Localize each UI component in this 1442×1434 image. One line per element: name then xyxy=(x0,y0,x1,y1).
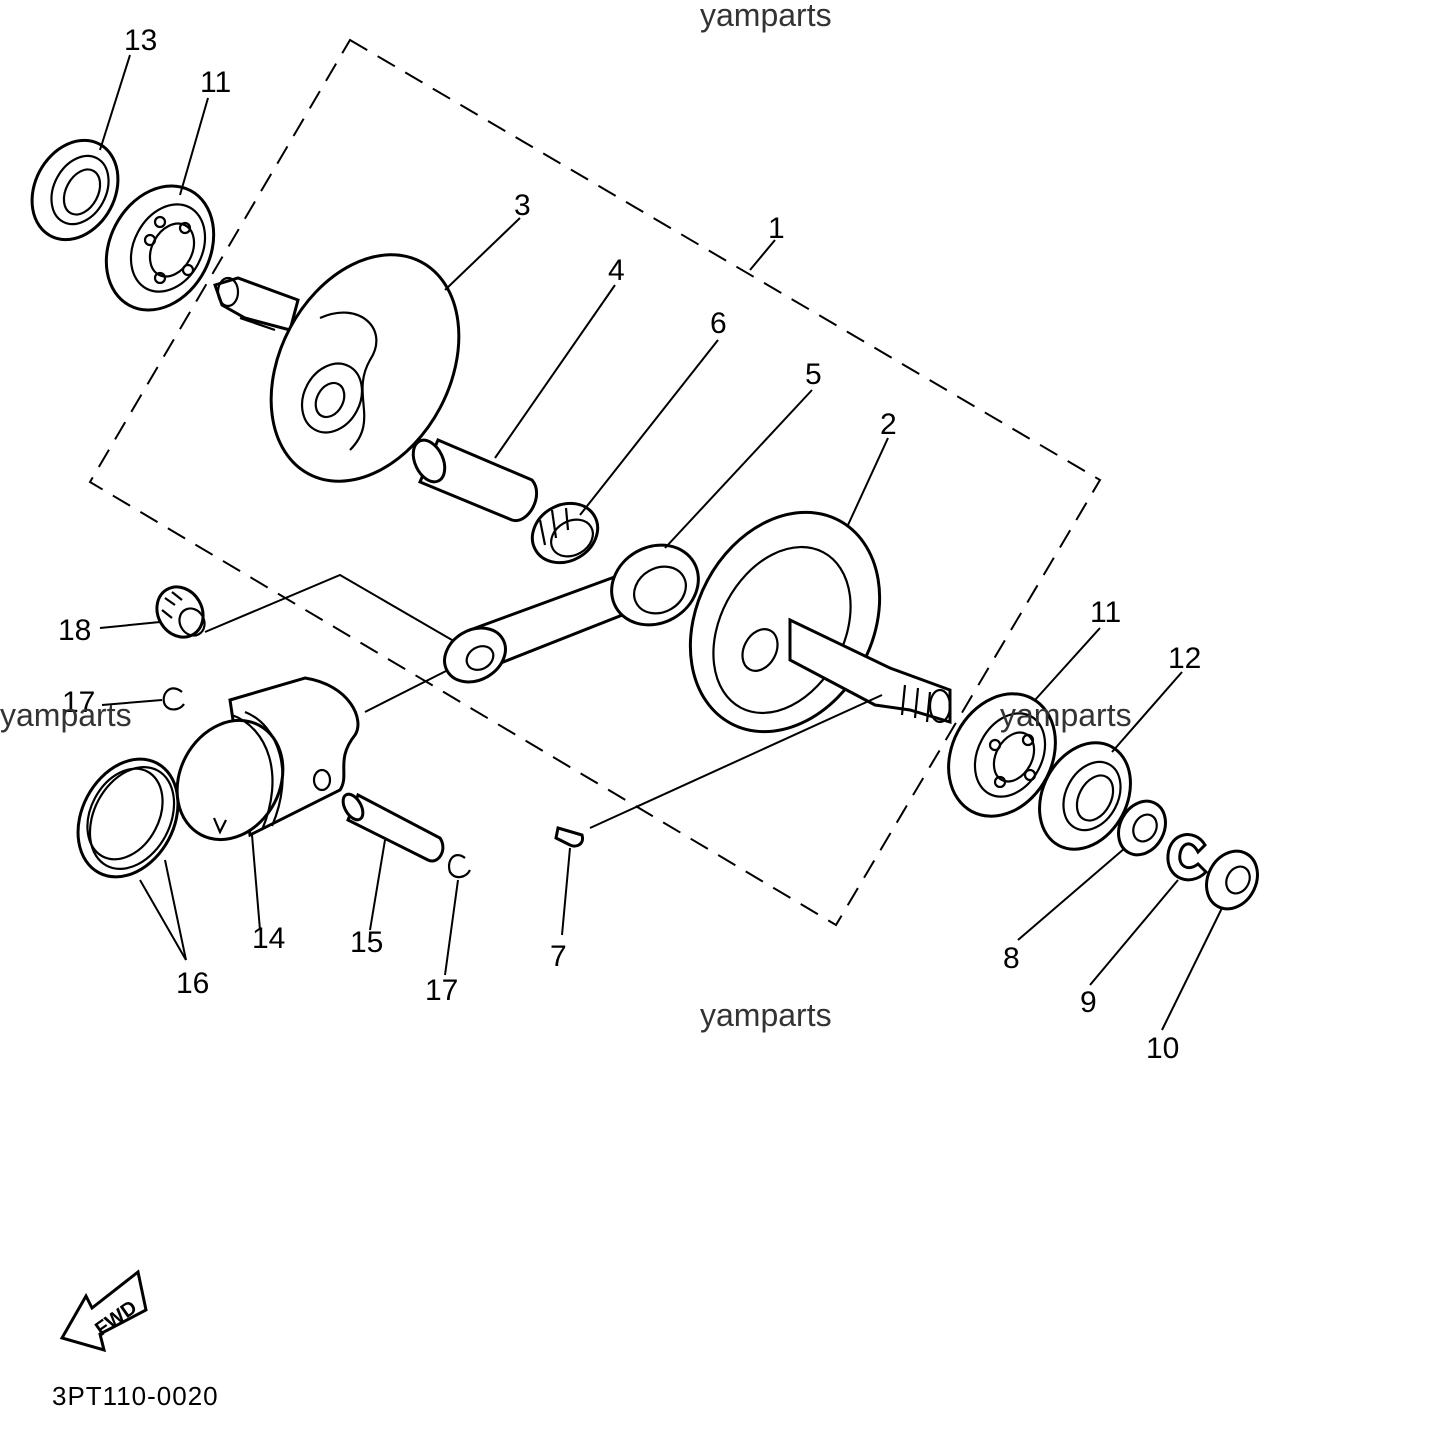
crank-pin-4 xyxy=(411,438,539,522)
callout-11-left: 11 xyxy=(200,66,231,99)
drawing-code: 3PT110-0020 xyxy=(52,1381,219,1411)
callout-13: 13 xyxy=(124,24,157,57)
callout-14: 14 xyxy=(252,922,285,955)
piston-rings-16 xyxy=(76,757,180,879)
callout-7: 7 xyxy=(550,940,567,973)
crank-left-3 xyxy=(213,253,461,483)
watermark-right: yamparts xyxy=(1000,697,1132,733)
forward-direction-arrow: FWD xyxy=(59,1269,148,1353)
piston-pin-15 xyxy=(341,792,445,863)
callout-12: 12 xyxy=(1168,642,1201,675)
oil-seal-13 xyxy=(30,138,120,242)
small-end-bearing-18 xyxy=(155,585,206,639)
circlip-17-left xyxy=(162,687,185,711)
woodruff-key-7 xyxy=(554,826,585,848)
crankshaft-assembly-boundary xyxy=(88,38,1102,927)
callout-15: 15 xyxy=(350,926,383,959)
callout-1: 1 xyxy=(768,212,785,245)
callout-11-right: 11 xyxy=(1090,596,1121,629)
callout-labels: 13 11 3 1 4 6 5 2 11 12 18 17 14 15 16 1… xyxy=(58,24,1201,1065)
callout-3: 3 xyxy=(514,189,531,222)
nut-10 xyxy=(1205,849,1259,911)
callout-17-left: 17 xyxy=(62,686,95,719)
watermark-left: yamparts xyxy=(0,697,132,733)
piston-14 xyxy=(175,676,360,842)
callout-18: 18 xyxy=(58,614,91,647)
leader-lines xyxy=(99,54,1223,1031)
watermarks: yamparts yamparts yamparts yamparts xyxy=(0,0,1132,1033)
callout-5: 5 xyxy=(805,358,822,391)
washer-8 xyxy=(1117,799,1167,857)
watermark-bottom: yamparts xyxy=(700,997,832,1033)
watermark-top: yamparts xyxy=(700,0,832,33)
callout-8: 8 xyxy=(1003,942,1020,975)
lock-washer-9 xyxy=(1166,833,1209,882)
callout-2: 2 xyxy=(880,408,897,441)
callout-16: 16 xyxy=(176,967,209,1000)
connecting-rod-5 xyxy=(443,543,700,684)
callout-10: 10 xyxy=(1146,1032,1179,1065)
needle-bearing-6 xyxy=(530,501,600,565)
circlip-17-right xyxy=(447,854,471,879)
callout-6: 6 xyxy=(710,307,727,340)
callout-9: 9 xyxy=(1080,986,1097,1019)
callout-17-right: 17 xyxy=(425,974,458,1007)
callout-4: 4 xyxy=(608,254,625,287)
bearing-11-left xyxy=(104,184,216,312)
crank-right-2 xyxy=(688,510,952,734)
